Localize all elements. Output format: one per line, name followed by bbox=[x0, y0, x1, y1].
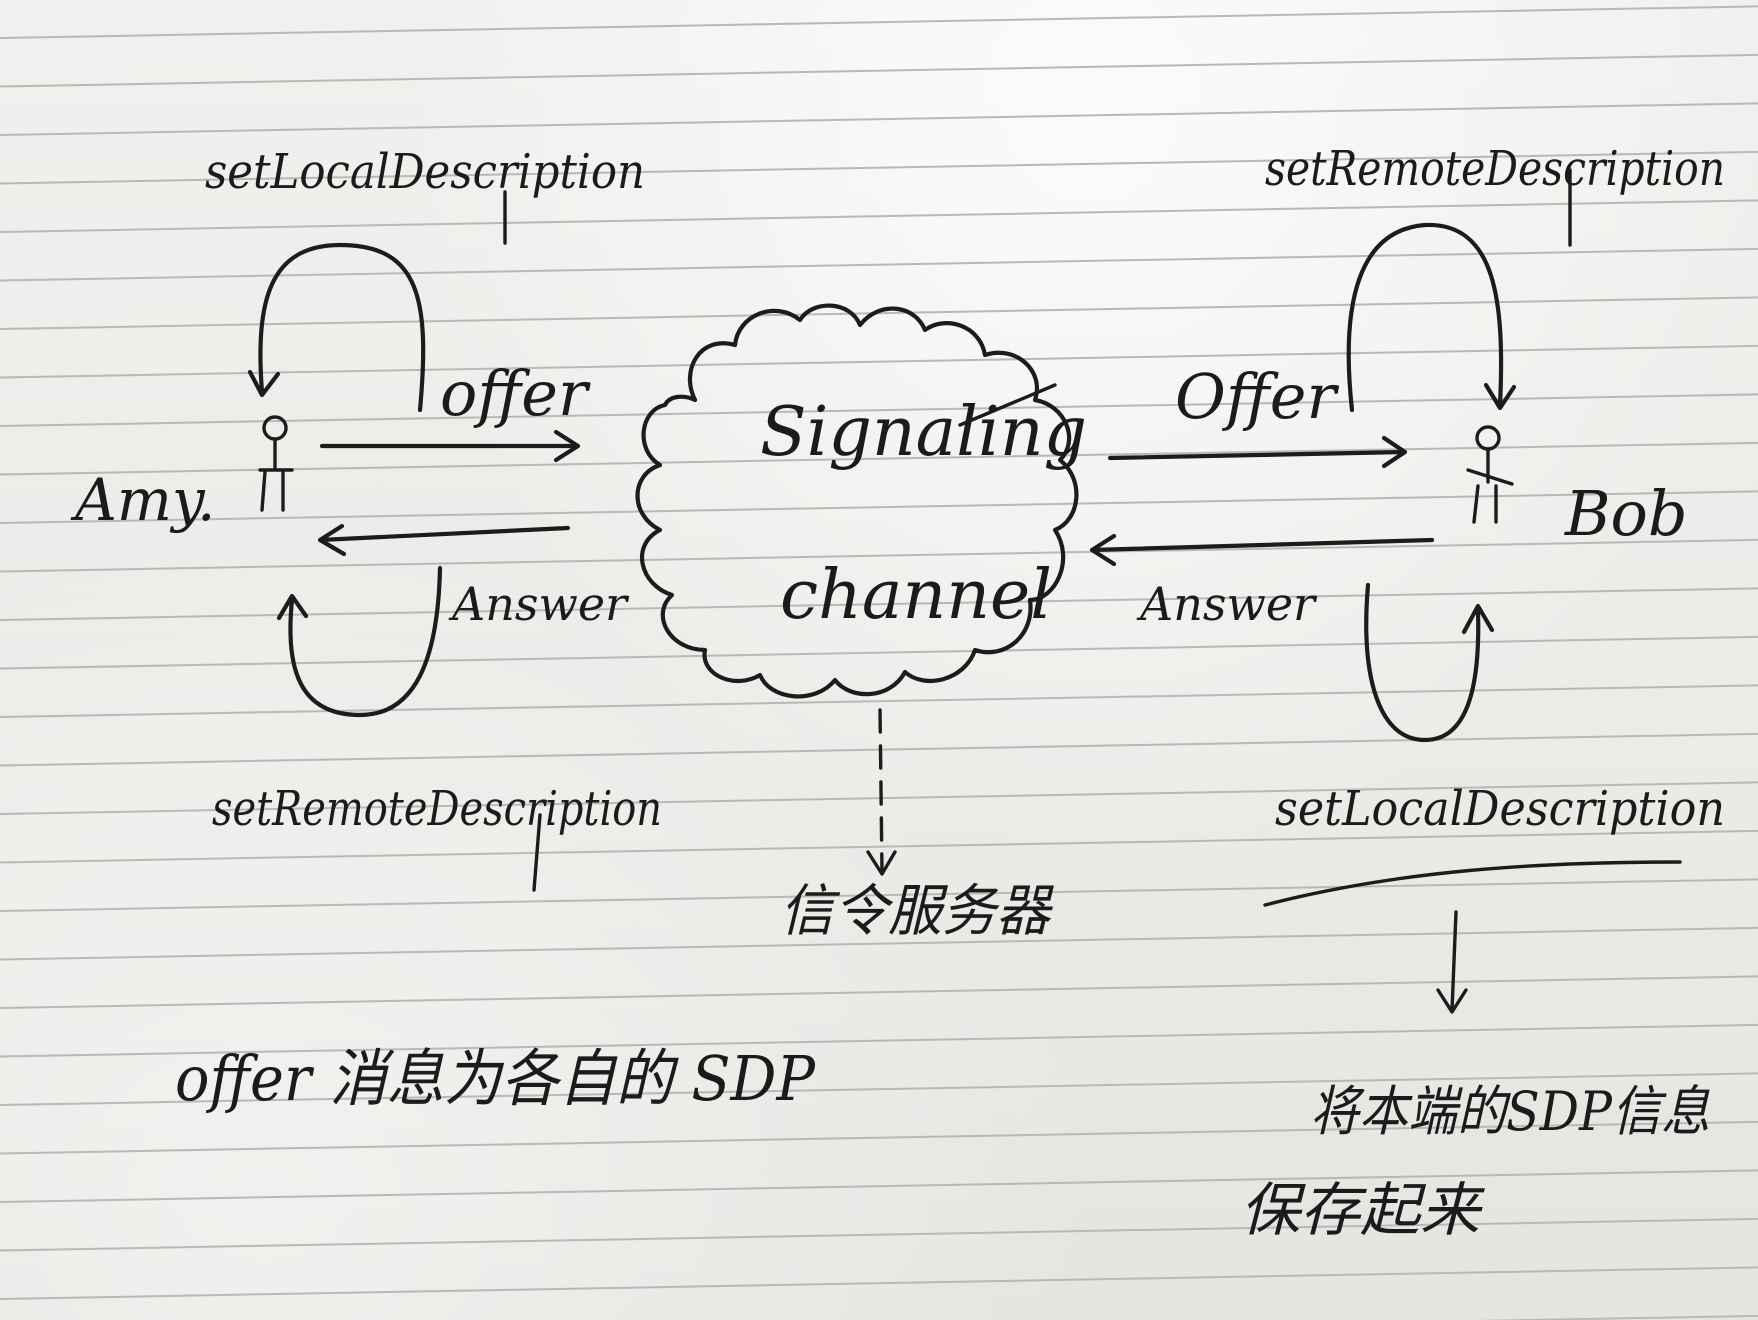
right-bottom-loop-arrow bbox=[1364, 582, 1481, 743]
rule-line bbox=[0, 1169, 1758, 1203]
right-note-arrow bbox=[1436, 910, 1468, 1014]
participant-amy: Amy. bbox=[70, 466, 215, 534]
rule-line bbox=[0, 490, 1758, 524]
rule-line bbox=[0, 1266, 1758, 1300]
left-answer-arrow bbox=[317, 523, 571, 557]
left-bottom-loop-arrow bbox=[288, 565, 443, 718]
rule-line bbox=[0, 926, 1758, 961]
rule-line bbox=[0, 878, 1758, 912]
cloud-slash-stroke bbox=[958, 383, 1057, 427]
offer-note: offer 消息为各自的 SDP bbox=[175, 1042, 816, 1115]
server-dashed-arrowhead bbox=[866, 850, 897, 876]
server-dashed-arrow bbox=[878, 708, 884, 872]
amy-figure-icon bbox=[258, 415, 294, 512]
rule-line bbox=[0, 587, 1758, 621]
method-label-left-top: setLocalDescription bbox=[205, 144, 645, 200]
message-label-right-answer: Answer bbox=[1136, 577, 1318, 631]
rule-line bbox=[0, 1120, 1758, 1155]
rule-line bbox=[0, 199, 1758, 233]
message-label-left-offer: offer bbox=[440, 357, 591, 430]
left-bottom-loop-arrowhead bbox=[276, 593, 309, 621]
rule-line bbox=[0, 53, 1758, 88]
right-note-line1: 将本端的SDP信息 bbox=[1310, 1080, 1710, 1143]
rule-line bbox=[0, 829, 1758, 864]
right-note-line2: 保存起来 bbox=[1240, 1176, 1485, 1244]
left-offer-arrow bbox=[319, 429, 581, 463]
right-top-loop-arrow bbox=[1346, 222, 1504, 413]
right-bottom-loop-arrowhead bbox=[1461, 603, 1495, 635]
left-top-loop-arrow bbox=[258, 242, 426, 413]
participant-bob: Bob bbox=[1564, 477, 1688, 550]
signaling-cloud-shape bbox=[635, 303, 1079, 699]
rule-line bbox=[0, 1217, 1758, 1252]
rule-line bbox=[0, 975, 1758, 1009]
cloud-label-line1: Signaling bbox=[760, 393, 1087, 472]
rule-line bbox=[0, 538, 1758, 573]
rule-line bbox=[0, 5, 1758, 39]
cloud-label-line2: channel bbox=[780, 556, 1052, 635]
rule-line bbox=[0, 1072, 1758, 1106]
rule-line bbox=[0, 150, 1758, 185]
right-top-loop-arrowhead bbox=[1483, 382, 1517, 411]
server-note: 信令服务器 bbox=[780, 879, 1055, 944]
rule-line bbox=[0, 393, 1758, 427]
bob-figure-icon bbox=[1466, 425, 1514, 524]
method-label-left-bottom-tick bbox=[532, 813, 542, 892]
rule-line bbox=[0, 684, 1758, 718]
right-bottom-underline bbox=[1263, 860, 1682, 907]
rule-line bbox=[0, 247, 1758, 282]
method-label-right-bottom: setLocalDescription bbox=[1275, 781, 1725, 837]
message-label-left-answer: Answer bbox=[448, 577, 630, 631]
rule-line bbox=[0, 344, 1758, 379]
message-label-right-offer: Offer bbox=[1175, 360, 1339, 433]
right-answer-arrow bbox=[1089, 533, 1435, 567]
rule-line bbox=[0, 781, 1758, 815]
right-offer-arrow bbox=[1107, 435, 1408, 469]
rule-line bbox=[0, 102, 1758, 136]
method-label-left-bottom: setRemoteDescription bbox=[212, 781, 662, 837]
method-label-right-top: setRemoteDescription bbox=[1265, 141, 1725, 197]
left-top-loop-arrowhead bbox=[247, 369, 281, 398]
rule-line bbox=[0, 1023, 1758, 1058]
